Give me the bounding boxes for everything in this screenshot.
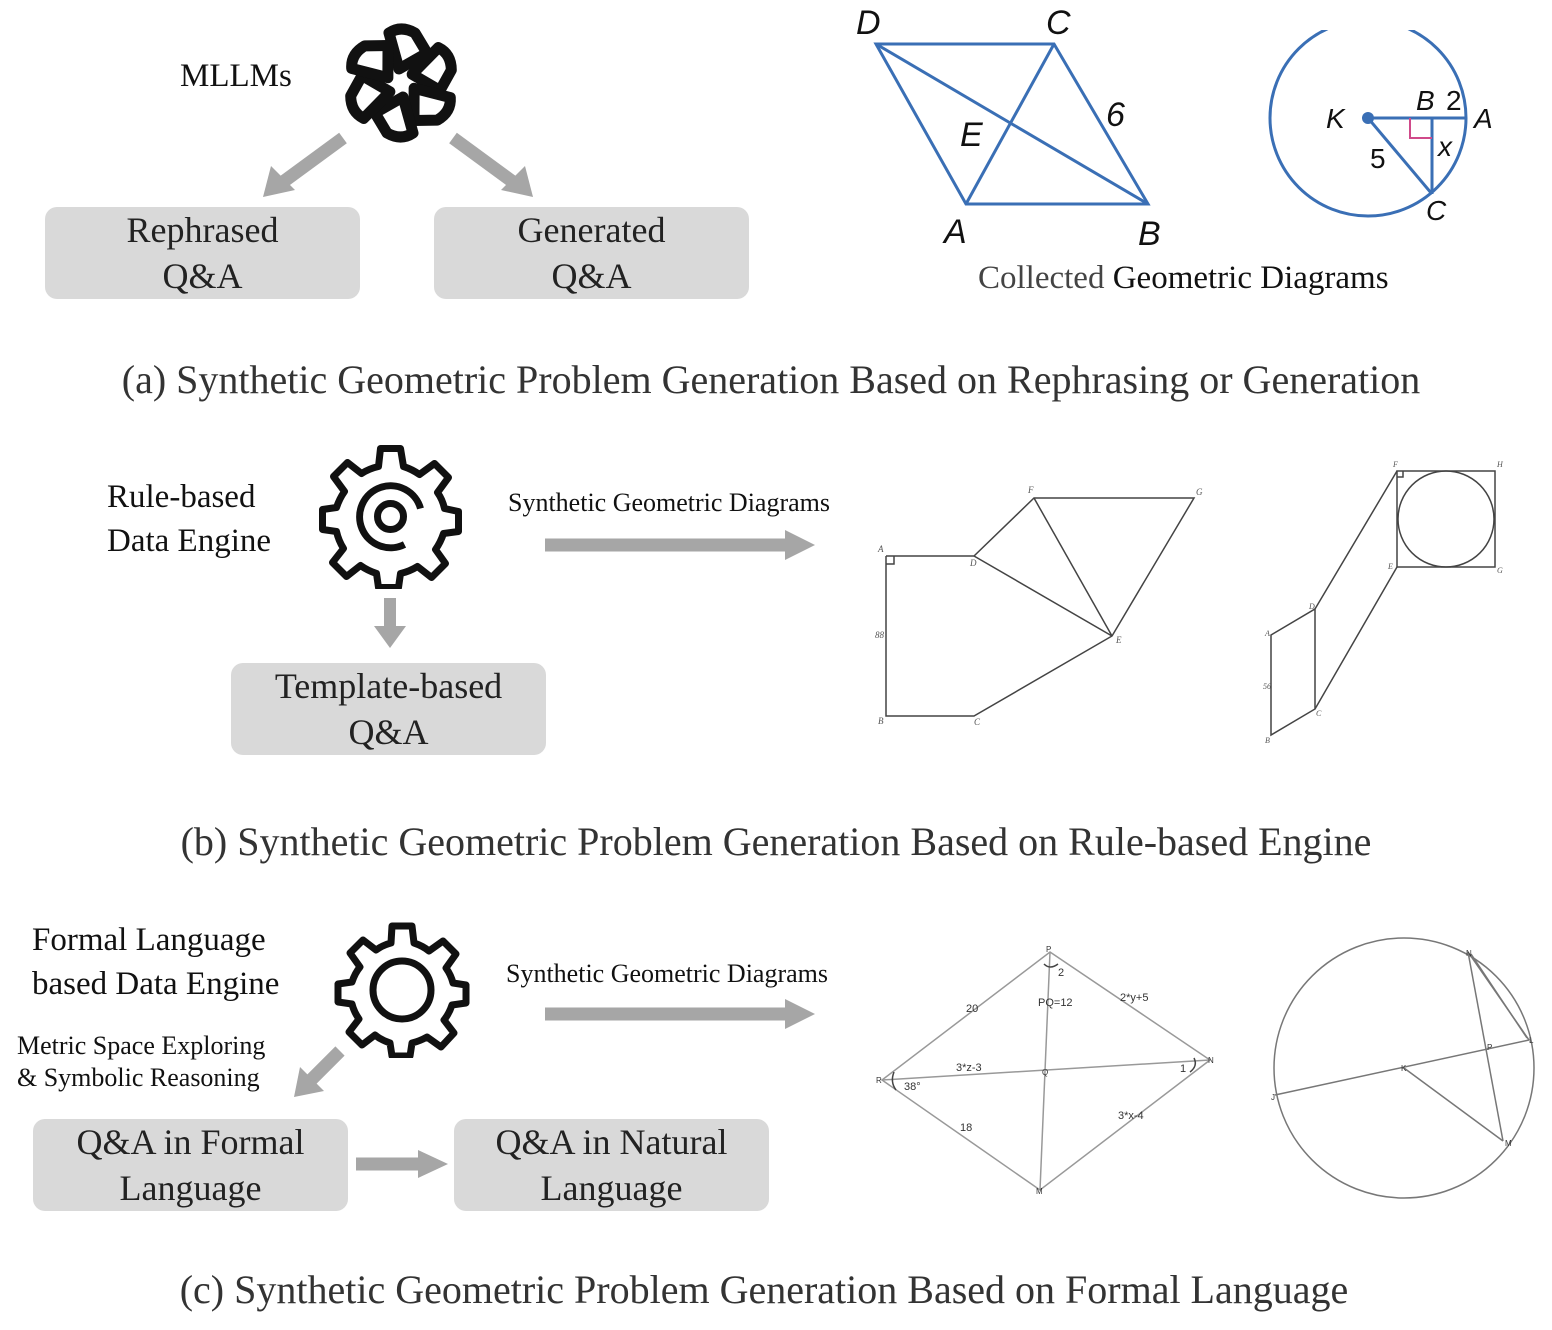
quad-label-38: 38° — [904, 1081, 921, 1093]
rhombus-label-b: B — [1138, 215, 1161, 253]
d1-label-e: E — [1115, 635, 1122, 645]
box-generated-line2: Q&A — [551, 256, 632, 296]
quad-label-18: 18 — [960, 1122, 972, 1134]
openai-logo-icon — [345, 23, 457, 143]
quad-label-m: M — [1036, 1187, 1043, 1196]
d2-label-g: G — [1497, 566, 1503, 575]
circ-c-label-p: P — [1487, 1043, 1492, 1052]
box-generated-line1: Generated — [517, 210, 666, 250]
box-rephrased-line2: Q&A — [162, 256, 243, 296]
circ-c-label-j: J — [1271, 1093, 1275, 1102]
synthetic-diagrams-label-c: Synthetic Geometric Diagrams — [506, 959, 829, 988]
box-formal-line1: Q&A in Formal — [76, 1122, 305, 1162]
rhombus-label-a: A — [942, 213, 967, 251]
arrow-down-to-template — [374, 598, 406, 648]
box-template-line2: Q&A — [348, 712, 429, 752]
box-formal-line2: Language — [119, 1168, 262, 1208]
caption-b: (b) Synthetic Geometric Problem Generati… — [180, 819, 1372, 864]
collected-rest: Geometric Diagrams — [1112, 260, 1389, 296]
d1-label-b: B — [878, 716, 884, 726]
arrow-right-c — [545, 999, 815, 1029]
formal-quad-diagram: P 2 20 PQ=12 2*y+5 N R 38° 3*z-3 Q 1 18 … — [876, 945, 1214, 1196]
d1-label-d: D — [969, 558, 977, 568]
arrow-to-formal-qa — [294, 1046, 345, 1097]
quad-label-20: 20 — [966, 1003, 978, 1015]
d2-label-b: B — [1265, 736, 1270, 745]
circ-c-label-m: M — [1505, 1139, 1512, 1148]
synthetic-diagrams-label-b: Synthetic Geometric Diagrams — [508, 488, 831, 517]
collected-prefix: Collected — [978, 260, 1105, 296]
circle-label-5: 5 — [1370, 143, 1386, 174]
rule-engine-line1: Rule-based — [107, 479, 256, 515]
d1-label-88: 88 — [875, 630, 885, 640]
box-generated-qa: Generated Q&A — [434, 207, 749, 299]
circle-label-c: C — [1426, 195, 1447, 226]
mllms-label: MLLMs — [180, 58, 292, 94]
arrow-right-b — [545, 530, 815, 560]
metric-space-label: Metric Space Exploring & Symbolic Reason… — [17, 1030, 265, 1094]
circ-c-label-n: N — [1466, 949, 1472, 958]
d1-label-a: A — [877, 544, 884, 554]
rhombus-label-d: D — [856, 4, 881, 42]
circle-label-k: K — [1326, 103, 1346, 134]
box-formal-qa: Q&A in Formal Language — [33, 1119, 348, 1211]
arrow-formal-to-natural — [356, 1150, 448, 1178]
d2-label-56: 56 — [1263, 682, 1271, 691]
quad-label-2: 2 — [1058, 967, 1064, 979]
box-rephrased-qa: Rephrased Q&A — [45, 207, 360, 299]
circle-label-x: x — [1436, 131, 1453, 162]
gear-icon — [319, 445, 462, 589]
quad-label-3z3: 3*z-3 — [956, 1062, 982, 1074]
settings-gear-icon — [334, 922, 470, 1058]
formal-engine-line1: Formal Language — [32, 922, 266, 958]
box-rephrased-line1: Rephrased — [126, 210, 279, 250]
arrow-to-generated — [449, 132, 533, 197]
formal-circle-diagram: N L P K J M — [1271, 937, 1535, 1199]
circ-c-label-k: K — [1401, 1064, 1407, 1073]
rhombus-label-e: E — [960, 116, 983, 154]
d2-label-a: A — [1264, 629, 1270, 638]
quad-label-p: P — [1046, 945, 1051, 954]
quad-label-3x4: 3*x-4 — [1118, 1110, 1144, 1122]
collected-geometric-diagrams-label: Collected Geometric Diagrams — [978, 260, 1389, 297]
arrow-to-rephrased — [263, 132, 347, 197]
rule-diagram-1: A F G D 88 E B C — [875, 485, 1203, 727]
d2-label-d: D — [1308, 602, 1315, 611]
metric-line2: & Symbolic Reasoning — [17, 1063, 260, 1092]
rule-engine-line2: Data Engine — [107, 523, 272, 559]
d2-label-e: E — [1387, 562, 1393, 571]
box-natural-qa: Q&A in Natural Language — [454, 1119, 769, 1211]
circle-label-2: 2 — [1446, 85, 1462, 116]
d2-label-c: C — [1316, 709, 1322, 718]
rhombus-label-c: C — [1046, 4, 1071, 42]
box-natural-line1: Q&A in Natural — [495, 1122, 728, 1162]
quad-label-n: N — [1208, 1056, 1214, 1065]
rhombus-diagram: D C E 6 A B — [856, 4, 1161, 253]
circle-k-diagram: K B 2 A 5 x C — [1268, 30, 1493, 226]
rule-engine-label: Rule-based Data Engine — [107, 475, 271, 563]
quad-label-2y5: 2*y+5 — [1120, 992, 1148, 1004]
metric-line1: Metric Space Exploring — [17, 1031, 266, 1060]
caption-c: (c) Synthetic Geometric Problem Generati… — [179, 1267, 1349, 1312]
d2-label-h: H — [1496, 460, 1504, 469]
rule-diagram-2: F H E G D A 56 C B — [1263, 460, 1504, 745]
d1-label-c: C — [974, 717, 981, 727]
quad-label-r: R — [876, 1076, 882, 1085]
circle-label-b: B — [1416, 85, 1435, 116]
box-template-qa: Template-based Q&A — [231, 663, 546, 755]
circle-label-a: A — [1472, 103, 1493, 134]
quad-label-pq12: PQ=12 — [1038, 997, 1073, 1009]
box-template-line1: Template-based — [274, 666, 503, 706]
box-natural-line2: Language — [540, 1168, 683, 1208]
formal-engine-label: Formal Language based Data Engine — [32, 918, 279, 1006]
d2-label-f: F — [1392, 460, 1398, 469]
rhombus-label-6: 6 — [1106, 96, 1125, 134]
caption-a: (a) Synthetic Geometric Problem Generati… — [121, 357, 1421, 402]
formal-engine-line2: based Data Engine — [32, 966, 280, 1002]
quad-label-1: 1 — [1180, 1063, 1186, 1075]
circ-c-label-l: L — [1529, 1036, 1534, 1045]
d1-label-g: G — [1196, 487, 1203, 497]
d1-label-f: F — [1027, 485, 1034, 495]
quad-label-q: Q — [1042, 1068, 1048, 1077]
